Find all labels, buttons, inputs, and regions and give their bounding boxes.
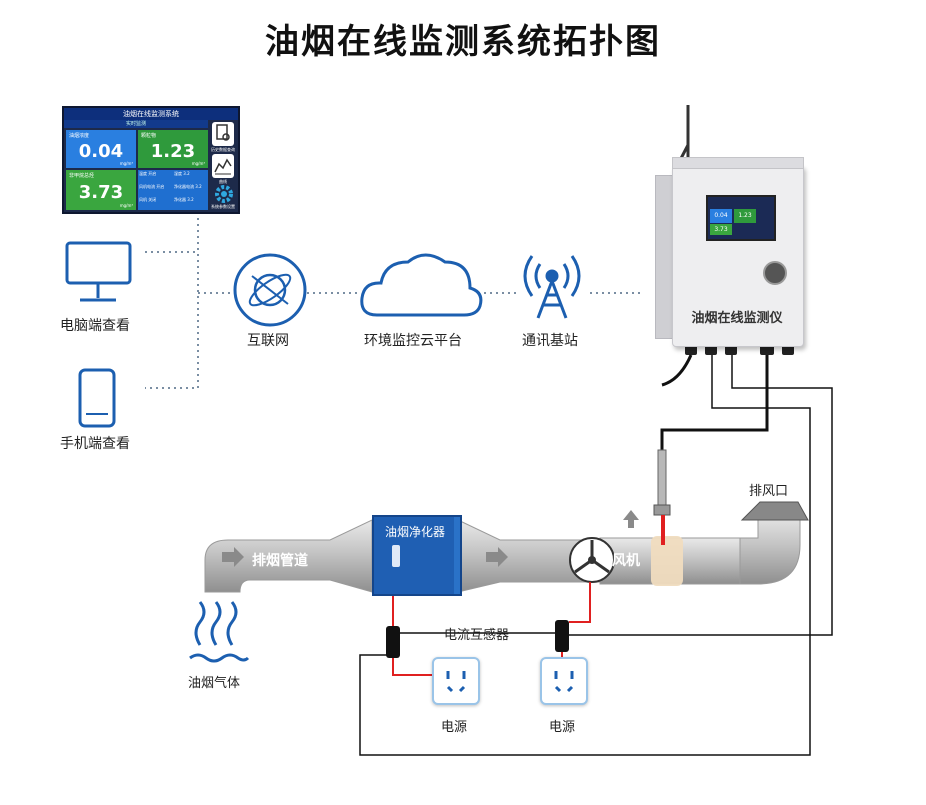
- label-power-1: 电源: [441, 720, 468, 735]
- outlet-hood: [740, 501, 809, 521]
- label-cloud-platform: 环境监控云平台: [364, 333, 462, 349]
- screen-header: 油烟在线监测系统: [64, 108, 238, 120]
- document-search-icon: [212, 122, 234, 146]
- oil-smoke-purifier: [372, 515, 462, 596]
- sensor-wires: [359, 355, 833, 756]
- base-station-icon: [523, 255, 581, 319]
- sampling-probe: [653, 449, 671, 545]
- label-outlet: 排风口: [749, 484, 789, 499]
- screen-subheader: 实时监测: [64, 120, 208, 128]
- label-base-station: 通讯基站: [522, 333, 578, 349]
- monitoring-screen-panel: 油烟在线监测系统 实时监测 油烟浓度 0.04 mg/m³ 颗粒物 1.23 m…: [62, 106, 240, 214]
- pc-monitor-icon: [65, 241, 132, 302]
- signal-wires: [660, 354, 769, 450]
- flow-arrows: [222, 510, 639, 567]
- current-transformer-1: [386, 626, 400, 658]
- label-purifier: 油烟净化器: [384, 525, 445, 539]
- power-socket-1: [432, 657, 480, 705]
- cable-glands: [685, 345, 794, 355]
- cloud-icon: [360, 253, 483, 317]
- label-power-2: 电源: [549, 720, 576, 735]
- settings-gear-icon: [214, 184, 234, 208]
- label-internet: 互联网: [247, 333, 289, 349]
- label-pc-view: 电脑端查看: [60, 318, 130, 334]
- power-socket-2: [540, 657, 588, 705]
- device-screen: 0.04 1.23 3.73: [706, 195, 776, 241]
- label-smoke-gas: 油烟气体: [188, 676, 241, 691]
- device-knob: [763, 261, 787, 285]
- tile-oil-smoke: 油烟浓度 0.04 mg/m³: [66, 130, 136, 168]
- device-top: [672, 157, 804, 169]
- trend-chart-icon: [212, 154, 234, 178]
- internet-globe-icon: [233, 253, 307, 327]
- label-phone-view: 手机端查看: [60, 436, 130, 452]
- tile-nmhc: 非甲烷总烃 3.73 mg/m³: [66, 170, 136, 210]
- label-duct: 排烟管道: [252, 553, 308, 569]
- tile-particulate: 颗粒物 1.23 mg/m³: [138, 130, 208, 168]
- smoke-gas-icon: [189, 601, 250, 663]
- label-monitoring-device: 油烟在线监测仪: [691, 311, 783, 326]
- status-cells: 温度 开启 湿度 3.2 风机电流 开启 净化器电流 3.2 风机 关闭 净化器…: [138, 170, 208, 210]
- purifier-window: [392, 545, 400, 567]
- current-transformer-2: [555, 620, 569, 652]
- label-current-transformer: 电流互感器: [444, 628, 510, 643]
- dotted-links: [145, 212, 640, 389]
- fan-icon: [569, 537, 615, 583]
- page-title: 油烟在线监测系统拓扑图: [265, 22, 661, 62]
- phone-icon: [78, 368, 116, 428]
- label-fan: 风机: [612, 553, 640, 569]
